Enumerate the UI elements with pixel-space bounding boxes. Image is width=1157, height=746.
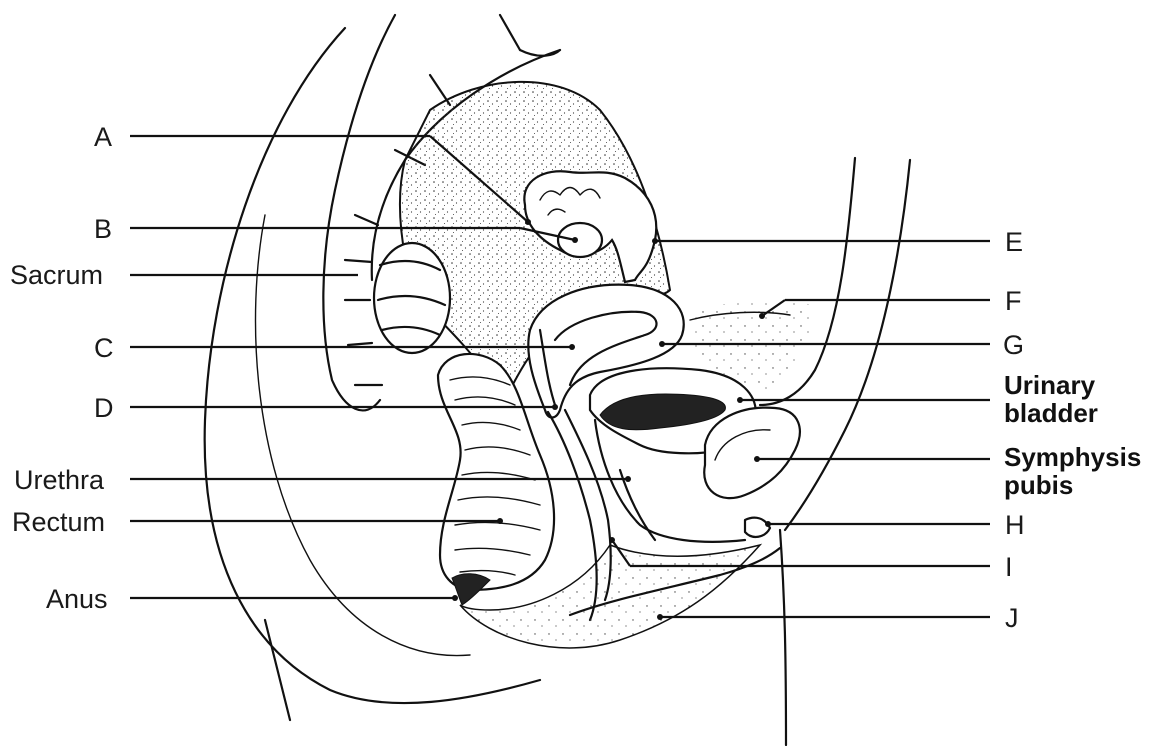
label-rectum: Rectum xyxy=(12,507,105,537)
thigh-outline-front xyxy=(780,530,786,745)
clitoris xyxy=(745,518,770,537)
label-urethra: Urethra xyxy=(14,465,105,495)
label-anus: Anus xyxy=(46,584,108,614)
label-j: J xyxy=(1005,603,1019,633)
label-sacrum: Sacrum xyxy=(10,260,103,290)
labels-right: E F G Urinary bladder Symphysis pubis H … xyxy=(1003,227,1141,633)
label-symphysis-pubis-line2: pubis xyxy=(1004,470,1073,500)
label-i: I xyxy=(1005,552,1013,582)
label-b: B xyxy=(94,214,112,244)
label-symphysis-pubis-line1: Symphysis xyxy=(1004,442,1141,472)
thigh-outline-back xyxy=(265,620,290,720)
label-d: D xyxy=(94,393,114,423)
illustration xyxy=(205,15,910,745)
label-e: E xyxy=(1005,227,1023,257)
label-h: H xyxy=(1005,510,1025,540)
label-c: C xyxy=(94,333,114,363)
label-urinary-bladder-line1: Urinary xyxy=(1004,370,1096,400)
labels-left: A B Sacrum C D Urethra Rectum Anus xyxy=(10,122,114,614)
sigmoid-colon xyxy=(374,243,450,353)
label-g: G xyxy=(1003,330,1024,360)
label-a: A xyxy=(94,122,112,152)
label-urinary-bladder-line2: bladder xyxy=(1004,398,1098,428)
label-f: F xyxy=(1005,286,1022,316)
